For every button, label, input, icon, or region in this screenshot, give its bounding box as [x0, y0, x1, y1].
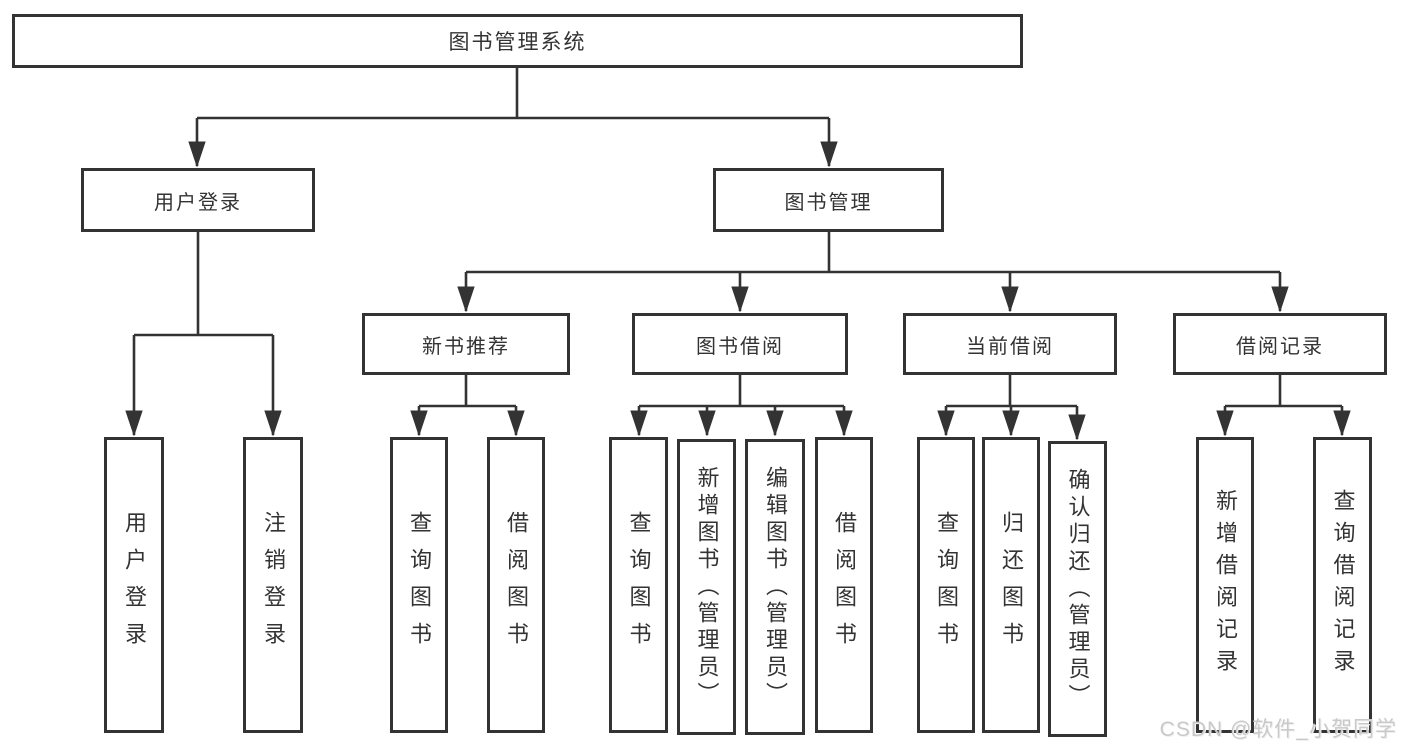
leaf-cb-return-book-label: 归还图书	[999, 511, 1024, 659]
leaf-cb-query-book-label: 查询图书	[934, 511, 959, 659]
leaf-br-query-record-label: 查询借阅记录	[1330, 489, 1356, 681]
leaf-bb-edit-book-admin-label: 编辑图书（管理员）	[763, 465, 788, 709]
leaf-bb-query-book: 查询图书	[609, 437, 668, 733]
leaf-logout: 注销登录	[243, 437, 303, 733]
leaf-rec-query-book-label: 查询图书	[407, 511, 432, 659]
node-new-book-recommend: 新书推荐	[362, 313, 570, 375]
leaf-bb-borrow-book-label: 借阅图书	[832, 511, 857, 659]
leaf-cb-query-book: 查询图书	[917, 437, 975, 733]
leaf-user-login: 用户登录	[104, 437, 164, 733]
node-borrowing-records-label: 借阅记录	[1236, 335, 1324, 358]
leaf-bb-query-book-label: 查询图书	[626, 511, 652, 659]
leaf-cb-return-book: 归还图书	[982, 437, 1040, 733]
node-current-borrowing: 当前借阅	[903, 313, 1117, 375]
leaf-bb-add-book-admin: 新增图书（管理员）	[677, 439, 736, 735]
leaf-br-add-record: 新增借阅记录	[1196, 437, 1254, 733]
node-book-management: 图书管理	[713, 168, 944, 232]
leaf-rec-borrow-book-label: 借阅图书	[504, 511, 529, 659]
node-new-book-recommend-label: 新书推荐	[422, 335, 510, 358]
leaf-logout-label: 注销登录	[261, 511, 286, 659]
leaf-br-query-record: 查询借阅记录	[1313, 437, 1372, 733]
node-current-borrowing-label: 当前借阅	[966, 335, 1054, 358]
leaf-rec-borrow-book: 借阅图书	[487, 437, 545, 733]
leaf-bb-edit-book-admin: 编辑图书（管理员）	[745, 439, 805, 735]
leaf-rec-query-book: 查询图书	[390, 437, 448, 733]
leaf-cb-confirm-return-admin: 确认归还（管理员）	[1048, 441, 1107, 737]
node-book-borrowing: 图书借阅	[632, 313, 848, 375]
leaf-bb-add-book-admin-label: 新增图书（管理员）	[694, 465, 720, 709]
node-user-login: 用户登录	[81, 168, 315, 232]
leaf-cb-confirm-return-admin-label: 确认归还（管理员）	[1065, 467, 1091, 711]
leaf-bb-borrow-book: 借阅图书	[815, 437, 873, 733]
node-user-login-label: 用户登录	[154, 191, 242, 214]
node-root-label: 图书管理系统	[448, 31, 587, 54]
leaf-user-login-label: 用户登录	[122, 511, 147, 659]
csdn-watermark: CSDN @软件_小贺同学	[1159, 718, 1397, 741]
node-borrowing-records: 借阅记录	[1173, 313, 1387, 375]
node-book-borrowing-label: 图书借阅	[696, 335, 784, 358]
leaf-br-add-record-label: 新增借阅记录	[1213, 489, 1238, 681]
node-book-management-label: 图书管理	[784, 191, 873, 214]
node-root: 图书管理系统	[12, 14, 1023, 68]
